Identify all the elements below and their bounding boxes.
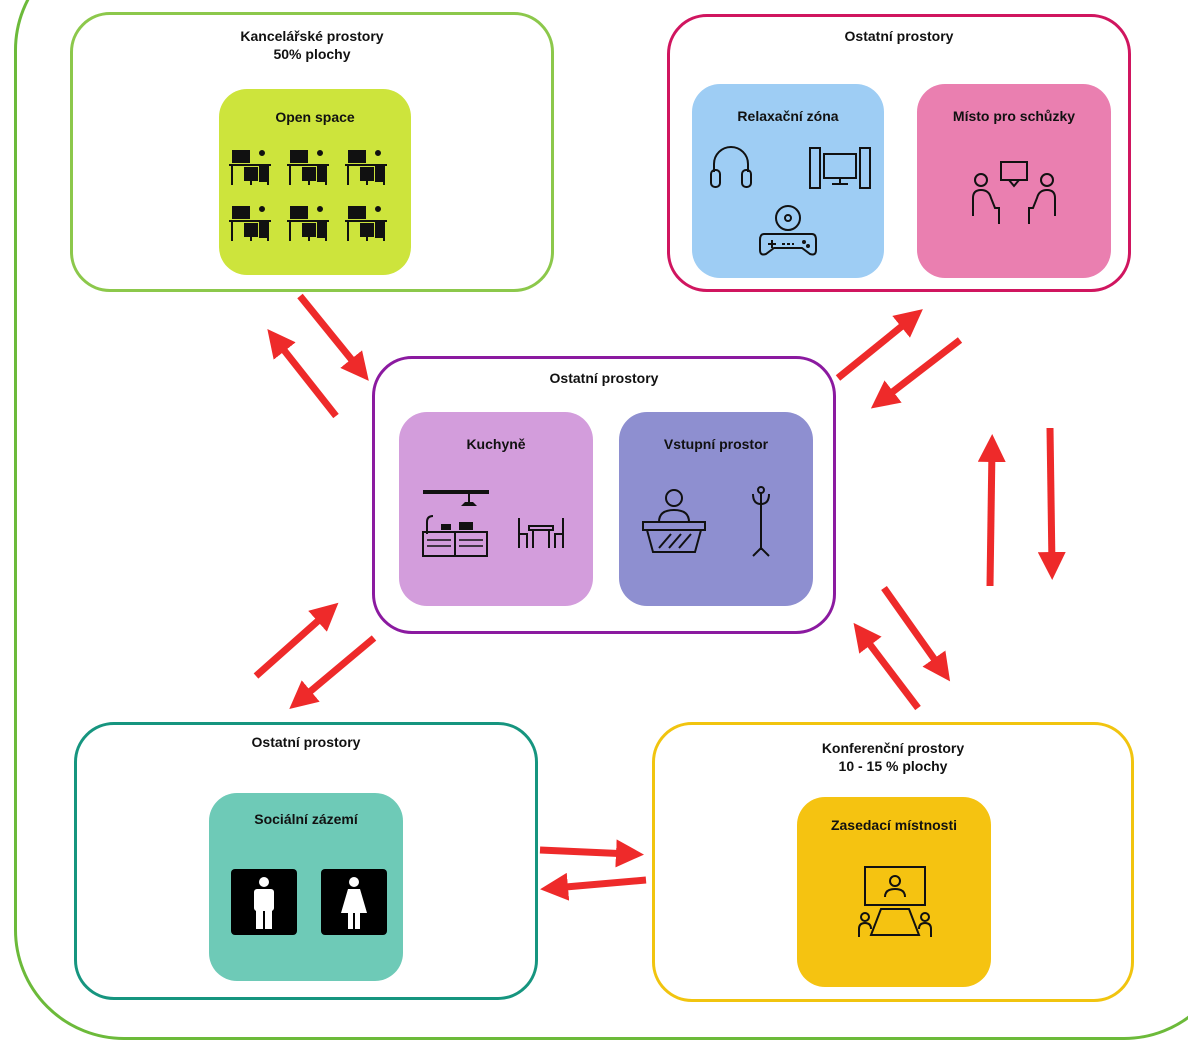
meeting-rooms-room: Zasedací místnosti <box>797 797 991 987</box>
open-space-room: Open space <box>219 89 411 275</box>
arrow-social-to-conf <box>539 839 644 868</box>
group-title: Ostatní prostory <box>251 734 361 750</box>
arrow-center-to-bottom <box>289 635 377 709</box>
arrow-conf-to-center <box>853 622 921 711</box>
speakers-tv-icon <box>809 147 871 189</box>
room-title: Relaxační zóna <box>737 108 839 124</box>
group-title: Konferenční prostory 10 - 15 % plochy <box>821 740 965 774</box>
group-title: Ostatní prostory <box>844 28 954 44</box>
group-title: Ostatní prostory <box>549 370 659 386</box>
arrow-bottom-to-center <box>253 602 339 679</box>
arrow-office-to-center <box>297 293 369 381</box>
arrow-conf-to-top <box>977 434 1006 587</box>
headphones-icon <box>710 146 752 188</box>
conference-group: Konferenční prostory 10 - 15 % plochy Za… <box>652 722 1134 1002</box>
office-group: Kancelářské prostory 50% plochy Open spa… <box>70 12 554 292</box>
arrow-top-to-center <box>870 337 963 409</box>
outer-boundary <box>14 0 1188 1040</box>
arrow-conf-to-social <box>540 872 647 901</box>
room-title: Vstupní prostor <box>663 436 769 452</box>
other-spaces-center-group: Ostatní prostory Kuchyně Vstupní prostor <box>372 356 836 634</box>
female-toilet-icon <box>321 869 387 935</box>
workstations-icon <box>228 150 388 242</box>
room-title: Kuchyně <box>466 436 526 452</box>
room-title: Místo pro schůzky <box>952 108 1076 124</box>
gamepad-icon <box>759 205 817 256</box>
room-title: Open space <box>275 109 355 125</box>
receptionist-icon <box>642 489 706 553</box>
meeting-spot-room: Místo pro schůzky <box>917 84 1111 278</box>
male-toilet-icon <box>231 869 297 935</box>
other-spaces-top-group: Ostatní prostory Relaxační zóna Místo pr… <box>667 14 1131 292</box>
group-title: Kancelářské prostory 50% plochy <box>240 28 384 62</box>
kitchen-room: Kuchyně <box>399 412 593 606</box>
entrance-room: Vstupní prostor <box>619 412 813 606</box>
conference-table-icon <box>858 866 932 937</box>
coat-rack-icon <box>752 486 770 557</box>
arrow-center-to-conf <box>881 585 951 682</box>
room-title: Sociální zázemí <box>254 811 358 827</box>
arrow-center-to-office <box>267 329 339 419</box>
meeting-people-icon <box>972 161 1056 224</box>
social-facilities-room: Sociální zázemí <box>209 793 403 981</box>
arrow-top-to-conf <box>1037 427 1066 580</box>
other-spaces-bottom-group: Ostatní prostory Sociální zázemí <box>74 722 538 1000</box>
kitchen-counter-icon <box>422 490 489 557</box>
relax-zone-room: Relaxační zóna <box>692 84 884 278</box>
table-chairs-icon <box>518 518 564 548</box>
arrow-center-to-top <box>835 309 923 381</box>
room-title: Zasedací místnosti <box>830 817 958 833</box>
